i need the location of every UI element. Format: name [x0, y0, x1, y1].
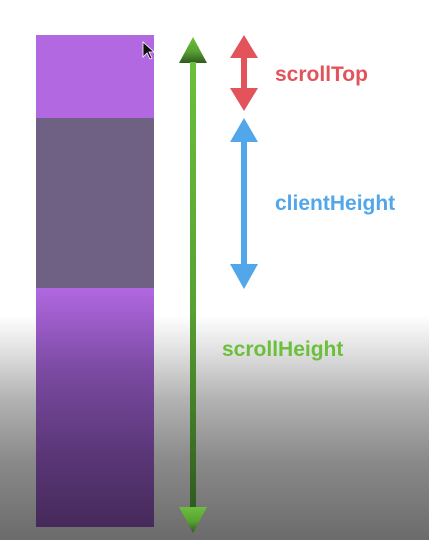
scroll-top-label: scrollTop — [275, 63, 368, 86]
scroll-top-arrow — [230, 35, 258, 111]
client-height-arrow — [230, 118, 258, 289]
scroll-height-arrow — [179, 37, 207, 533]
content-above-viewport — [36, 35, 154, 118]
client-height-label: clientHeight — [275, 192, 396, 215]
visible-viewport — [36, 118, 154, 288]
mouse-pointer-icon — [142, 41, 156, 60]
scroll-height-label: scrollHeight — [222, 338, 344, 361]
content-below-viewport — [36, 288, 154, 527]
